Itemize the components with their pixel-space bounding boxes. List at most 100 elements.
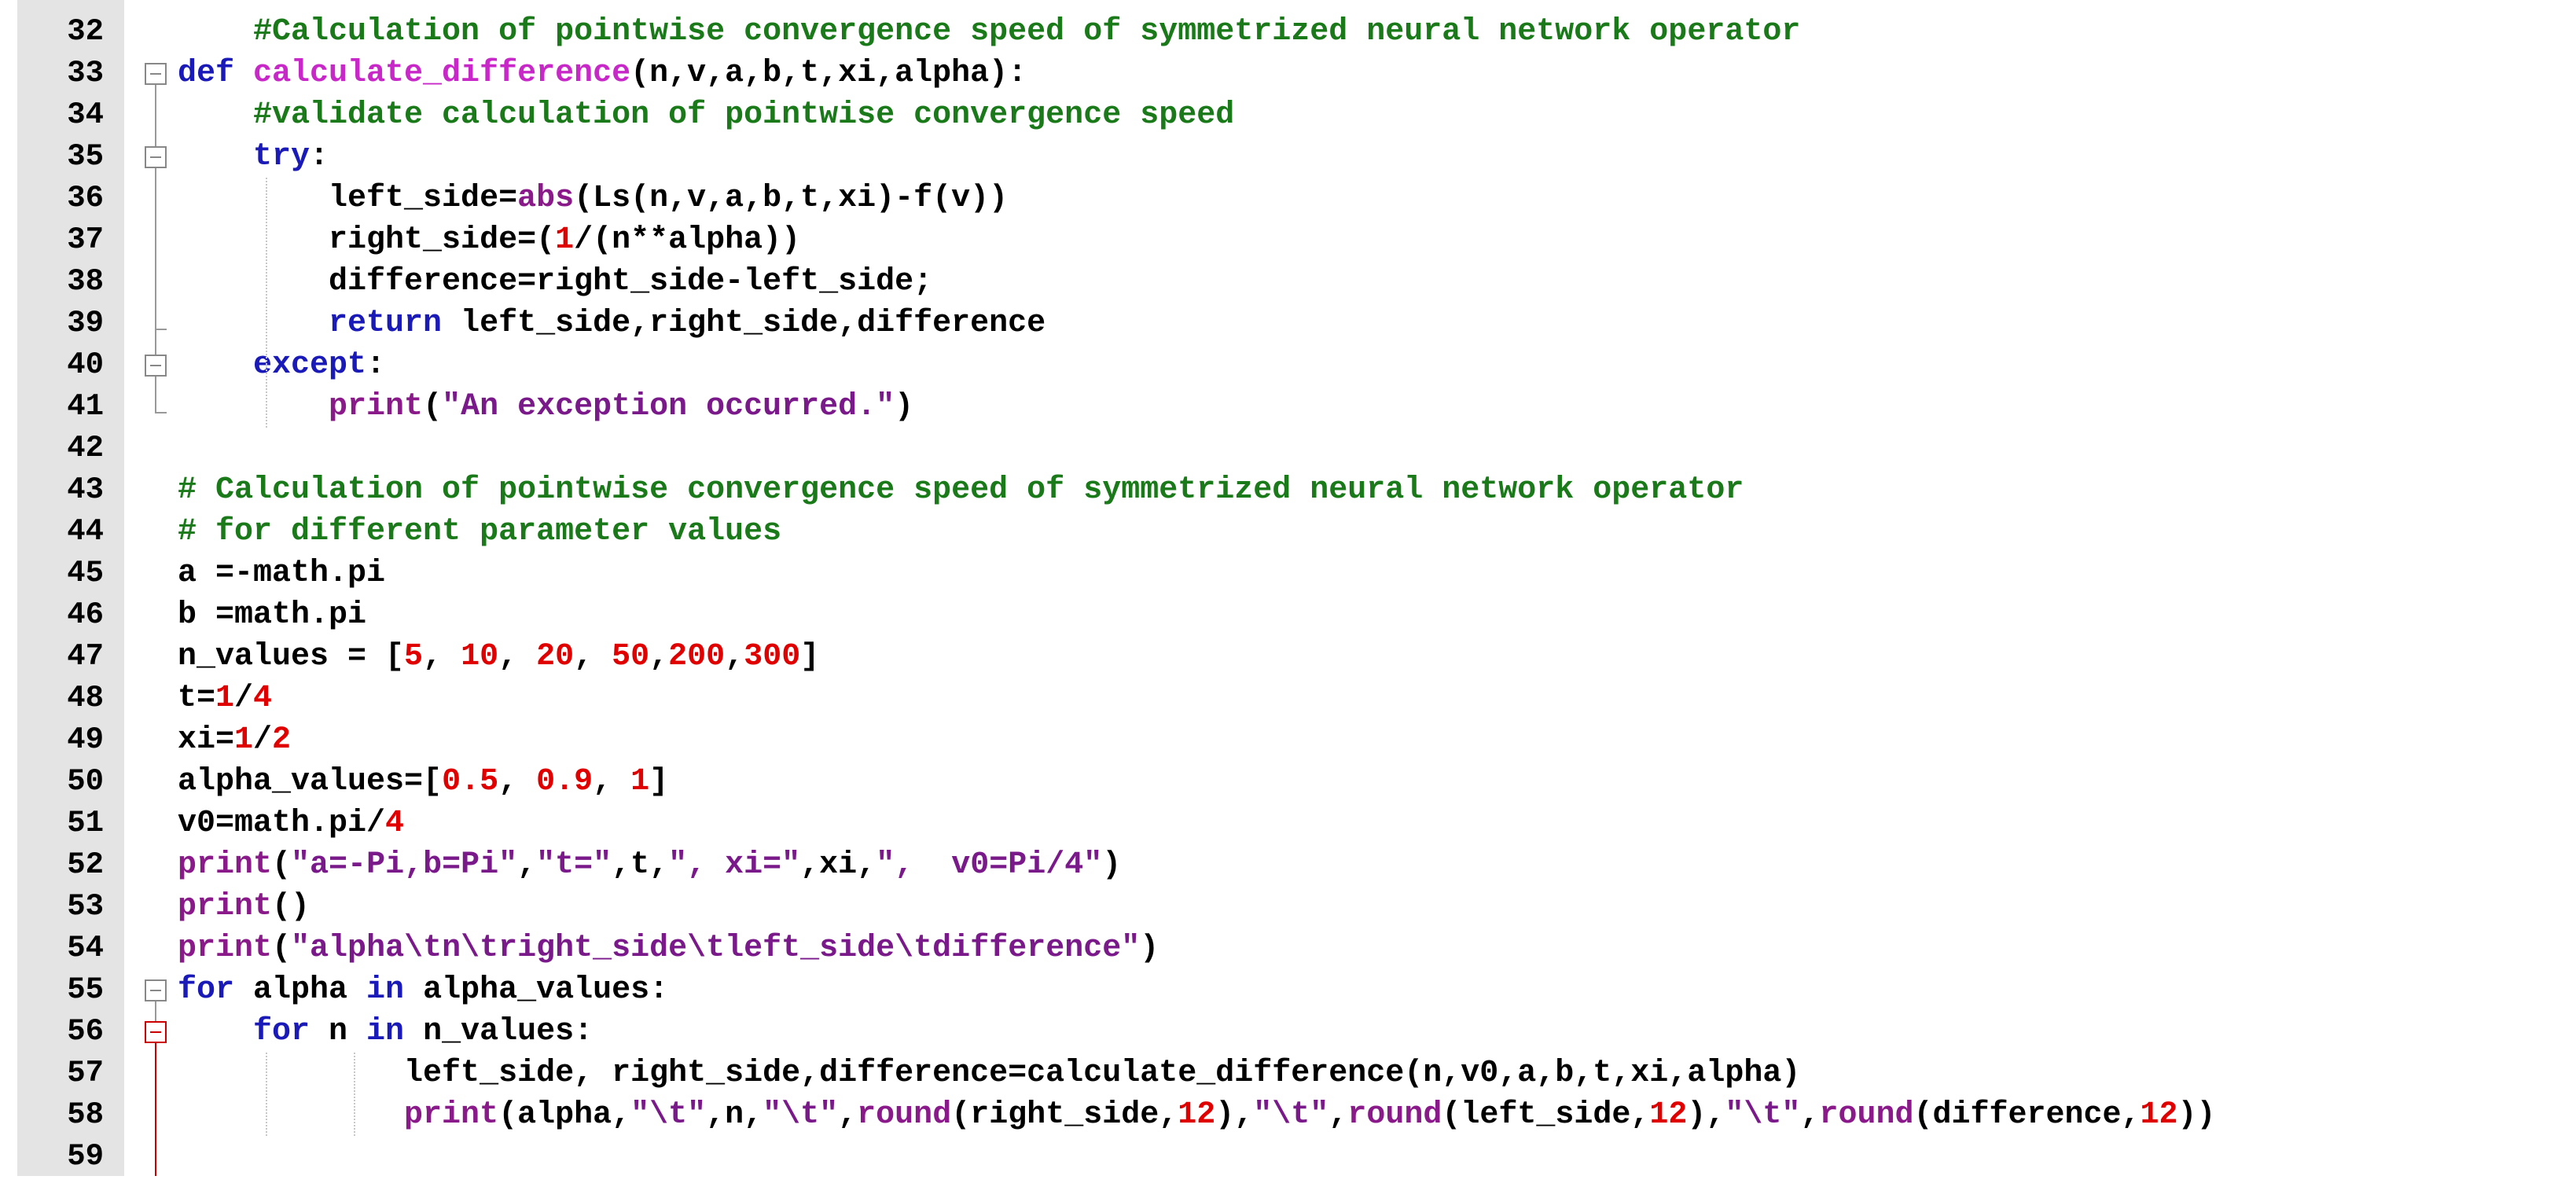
code-token: difference=right_side-left_side; — [178, 264, 933, 300]
code-token — [178, 139, 253, 175]
code-token: ) — [1102, 847, 1122, 883]
code-line[interactable]: 32 #Calculation of pointwise convergence… — [0, 11, 2576, 53]
code-line[interactable]: 41 print("An exception occurred.") — [0, 386, 2576, 428]
code-line[interactable]: 57 left_side, right_side,difference=calc… — [0, 1053, 2576, 1094]
code-token: (alpha, — [498, 1097, 631, 1133]
code-line[interactable]: 40 except: — [0, 344, 2576, 386]
code-token: , — [1328, 1097, 1348, 1133]
code-token — [178, 14, 253, 50]
code-text[interactable]: # for different parameter values — [178, 511, 781, 553]
code-token: except — [253, 347, 367, 383]
code-text[interactable]: print("a=-Pi,b=Pi","t=",t,", xi=",xi,", … — [178, 844, 1121, 886]
code-line[interactable]: 56 for n in n_values: — [0, 1011, 2576, 1053]
code-token: , — [649, 639, 669, 674]
fold-toggle-except[interactable] — [145, 354, 167, 377]
code-line[interactable]: 38 difference=right_side-left_side; — [0, 261, 2576, 303]
code-token: print — [178, 847, 273, 883]
code-text[interactable]: #validate calculation of pointwise conve… — [178, 94, 1234, 136]
code-text[interactable]: print() — [178, 886, 310, 928]
line-number: 38 — [67, 264, 104, 299]
code-text[interactable]: left_side, right_side,difference=calcula… — [178, 1053, 1800, 1094]
code-token: 2 — [272, 722, 292, 758]
code-token: "alpha\tn\tright_side\tleft_side\tdiffer… — [291, 931, 1141, 966]
code-line[interactable]: 44# for different parameter values — [0, 511, 2576, 553]
line-number: 40 — [67, 347, 104, 382]
code-line[interactable]: 37 right_side=(1/(n**alpha)) — [0, 219, 2576, 261]
code-text[interactable]: except: — [178, 344, 385, 386]
code-line[interactable]: 35 try: — [0, 136, 2576, 178]
code-text[interactable]: for alpha in alpha_values: — [178, 969, 668, 1011]
line-number: 53 — [67, 889, 104, 924]
code-text[interactable]: n_values = [5, 10, 20, 50,200,300] — [178, 636, 819, 678]
fold-toggle-for-n[interactable] — [145, 1020, 167, 1043]
code-token: for — [253, 1014, 311, 1049]
code-token: (Ls(n,v,a,b,t,xi)-f(v)) — [574, 181, 1009, 216]
fold-toggle-def[interactable] — [145, 62, 167, 85]
code-token: left_side, right_side,difference=calcula… — [178, 1056, 1801, 1091]
line-number: 50 — [67, 764, 104, 799]
code-token: ( — [272, 847, 292, 883]
code-line[interactable]: 58 print(alpha,"\t",n,"\t",round(right_s… — [0, 1094, 2576, 1136]
code-token: ,xi, — [800, 847, 876, 883]
code-token: left_side= — [178, 181, 518, 216]
code-text[interactable]: return left_side,right_side,difference — [178, 303, 1045, 344]
code-token: , — [423, 639, 461, 674]
fold-toggle-try[interactable] — [145, 145, 167, 168]
code-token: 20 — [536, 639, 575, 674]
code-text[interactable]: alpha_values=[0.5, 0.9, 1] — [178, 761, 668, 803]
code-token: 1 — [630, 764, 650, 799]
fold-end-tick — [156, 411, 167, 413]
line-number: 35 — [67, 139, 104, 174]
code-token: ) — [1140, 931, 1159, 966]
code-token: t= — [178, 681, 216, 716]
code-text[interactable]: xi=1/2 — [178, 719, 291, 761]
code-token: , — [574, 639, 612, 674]
code-text[interactable]: try: — [178, 136, 329, 178]
code-text[interactable]: a =-math.pi — [178, 553, 385, 594]
code-line[interactable]: 36 left_side=abs(Ls(n,v,a,b,t,xi)-f(v)) — [0, 178, 2576, 219]
code-line[interactable]: 59 — [0, 1136, 2576, 1178]
code-text[interactable]: print("An exception occurred.") — [178, 386, 913, 428]
code-line[interactable]: 50 alpha_values=[0.5, 0.9, 1] — [0, 761, 2576, 803]
code-token — [178, 347, 253, 383]
code-text[interactable]: for n in n_values: — [178, 1011, 593, 1053]
code-line[interactable]: 39 return left_side,right_side,differenc… — [0, 303, 2576, 344]
code-text[interactable]: left_side=abs(Ls(n,v,a,b,t,xi)-f(v)) — [178, 178, 1008, 219]
code-line[interactable]: 34 #validate calculation of pointwise co… — [0, 94, 2576, 136]
code-text[interactable]: b =math.pi — [178, 594, 366, 636]
code-token: alpha — [234, 972, 367, 1008]
code-token: "\t" — [763, 1097, 839, 1133]
code-line[interactable]: 53 print() — [0, 886, 2576, 928]
code-text[interactable]: t=1/4 — [178, 678, 272, 719]
code-token: in — [366, 972, 405, 1008]
code-token: try — [253, 139, 311, 175]
code-token: print — [329, 389, 424, 424]
code-text[interactable]: #Calculation of pointwise convergence sp… — [178, 11, 1800, 53]
code-text[interactable]: def calculate_difference(n,v,a,b,t,xi,al… — [178, 53, 1027, 94]
code-text[interactable]: v0=math.pi/4 — [178, 803, 404, 844]
line-number: 41 — [67, 389, 104, 424]
code-text[interactable]: difference=right_side-left_side; — [178, 261, 932, 303]
code-line[interactable]: 42 — [0, 428, 2576, 469]
code-token: n_values: — [404, 1014, 593, 1049]
code-token — [178, 97, 253, 133]
code-token: "An exception occurred." — [442, 389, 895, 424]
code-line[interactable]: 43# Calculation of pointwise convergence… — [0, 469, 2576, 511]
code-token: abs — [517, 181, 575, 216]
code-text[interactable]: # Calculation of pointwise convergence s… — [178, 469, 1744, 511]
code-text[interactable]: print("alpha\tn\tright_side\tleft_side\t… — [178, 928, 1159, 969]
code-text[interactable]: print(alpha,"\t",n,"\t",round(right_side… — [178, 1094, 2216, 1136]
fold-toggle-for-alpha[interactable] — [145, 979, 167, 1001]
code-text[interactable]: right_side=(1/(n**alpha)) — [178, 219, 800, 261]
